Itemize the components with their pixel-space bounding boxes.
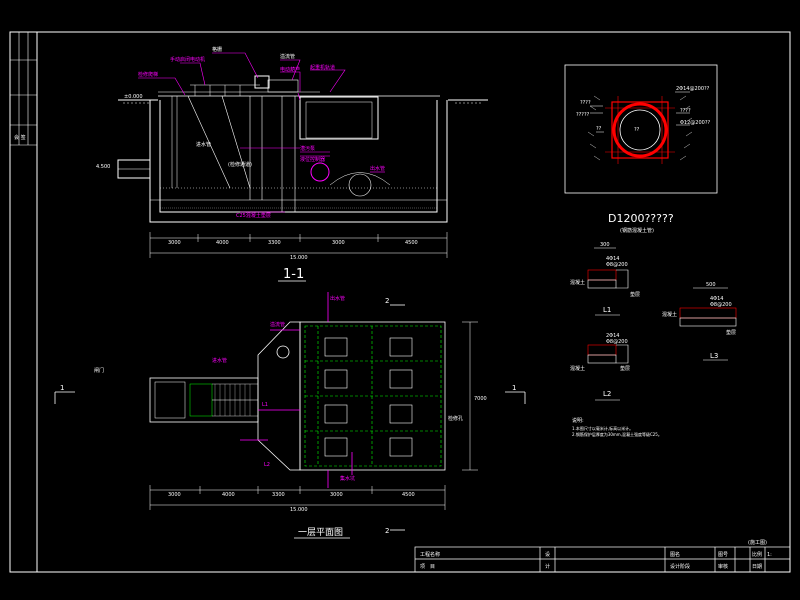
section-label-hoist: 电动葫芦 [280,66,300,73]
plan-dim-2: 4000 [222,492,235,498]
section-dim-2: 4000 [216,240,229,246]
pipe-label-e: ???? [680,108,691,114]
section-dim-1: 3000 [168,240,181,246]
tb-ratio-value: 1: [767,552,772,558]
section-elev-top: ±0.000 [124,94,143,100]
section-dim-3: 3300 [268,240,281,246]
plan-cut-right: 1 [512,384,516,392]
plan-dim-4: 3000 [330,492,343,498]
l2-base: 垫层 [620,365,630,372]
outer-frame [9,31,791,573]
section-label-crane-rail: 起重机轨道 [310,64,335,71]
plan-dim-1: 3000 [168,492,181,498]
tb-design: 图名 [670,551,680,558]
l3-side: 混凝土 [662,311,677,318]
section-dim-4: 3000 [332,240,345,246]
pipe-label-d: ?? [596,126,602,132]
pipe-detail-subtitle: (钢筋混凝土管) [620,227,654,234]
tb-drawing-no: 图号 [718,552,728,558]
plan-label-gate: 闸门 [94,367,104,374]
section-label-pump: 潜污泵 [300,145,315,152]
section-title: 1-1 [283,267,304,282]
tb-date: 日期 [752,564,762,570]
l3-dim: 500 [706,282,716,288]
beam-detail-labels: 300 4Φ14 Φ8@200 混凝土 垫层 L1 2Φ14 Φ8@200 混凝… [570,242,736,437]
l1-note1: 4Φ14 [606,256,619,262]
plan-title: 一层平面图 [298,527,343,538]
section-label-ladder: 检修爬梯 [138,71,158,78]
note-2: 2.钢筋保护层厚度为30mm,混凝土强度等级C25。 [572,431,662,437]
tb-item: 项 目 [420,564,435,570]
l2-note1: 2Φ14 [606,333,619,339]
beam-details [587,247,737,401]
inner-frame [36,31,791,573]
side-stamp [10,32,37,146]
plan-dim-right: 7000 [474,396,487,402]
plan-label-inlet: 进水管 [212,357,227,364]
tb-ratio: 比例 [752,551,762,558]
plan-label-overflow: 溢流管 [270,321,285,328]
section-label-level: 液位控制器 [300,156,325,163]
tb-corner-note: (施工图) [748,539,767,546]
plan-dim-3: 3300 [272,492,285,498]
section-label-hoist-motor: 手动启闭电动机 [170,56,205,63]
l3-note2: Φ8@200 [710,302,732,308]
l2-name: L2 [603,390,611,398]
plan-labels: 进水管 溢流管 出水管 检修孔 闸门 集水坑 L1 L2 1 1 2 2 300… [60,295,516,535]
pipe-label-g: ?? [634,127,640,133]
pipe-label-f: Φ12@200?? [680,120,710,126]
plan-label-outlet: 出水管 [330,295,345,302]
tb-design2: 设计阶段 [670,563,690,570]
title-block-text: 工程名称 项 目 设 计 图名 设计阶段 图号 审核 比例 1: 日期 (施工图… [420,539,772,570]
title-block [414,546,791,573]
side-stamp-text: 会 签 [14,134,26,141]
plan-label-hatch: 检修孔 [448,415,463,422]
l3-base: 垫层 [726,329,736,336]
section-view [117,75,488,258]
pipe-detail [564,64,718,194]
tb-cell-mid: 设 [545,551,550,558]
section-label-bedding: C25混凝土垫层 [236,212,271,219]
tb-project: 工程名称 [420,551,440,558]
plan-cut-bottom: 2 [385,527,389,535]
plan-label-sump: 集水坑 [340,475,355,482]
pipe-detail-labels: 2Φ14@200?? ???? ????? ?? ???? Φ12@200?? … [576,86,710,133]
pipe-label-b: ???? [580,100,591,106]
l1-base: 垫层 [630,291,640,298]
section-label-screen: 格栅 [212,46,222,53]
pipe-label-a: 2Φ14@200?? [676,86,710,92]
section-annotations [138,52,385,213]
plan-dim-total: 15.000 [290,507,308,513]
plan-dim-5: 4500 [402,492,415,498]
section-label-inlet: 进水管 [196,141,211,148]
section-elev-left: 4.500 [96,164,110,170]
plan-label-l2: L2 [264,462,270,468]
pipe-label-c: ????? [576,112,590,118]
plan-cut-top: 2 [385,297,389,305]
l1-name: L1 [603,306,611,314]
l1-note2: Φ8@200 [606,262,628,268]
l3-name: L3 [710,352,718,360]
l1-dim: 300 [600,242,610,248]
tb-cell-mid2: 计 [545,563,550,570]
section-labels: 检修爬梯 手动启闭电动机 格栅 溢流管 电动葫芦 起重机轨道 进水管 (检修通道… [96,46,418,261]
l2-note2: Φ8@200 [606,339,628,345]
plan-cut-left: 1 [60,384,64,392]
l3-note1: 4Φ14 [710,296,723,302]
tb-review: 审核 [718,563,728,570]
section-label-passage: (检修通道) [228,161,252,168]
l2-side: 混凝土 [570,365,585,372]
notes-title: 说明: [572,417,584,424]
section-dim-5: 4500 [405,240,418,246]
pipe-detail-title: D1200????? [608,212,674,225]
plan-label-l1: L1 [262,402,268,408]
section-label-overflow: 溢流管 [280,53,295,60]
section-dim-total: 15.000 [290,255,308,261]
plan-view [54,292,526,531]
section-label-outlet: 出水管 [370,165,385,172]
note-1: 1.本图尺寸以毫米计,标高以米计。 [572,425,633,431]
l1-side: 混凝土 [570,279,585,286]
